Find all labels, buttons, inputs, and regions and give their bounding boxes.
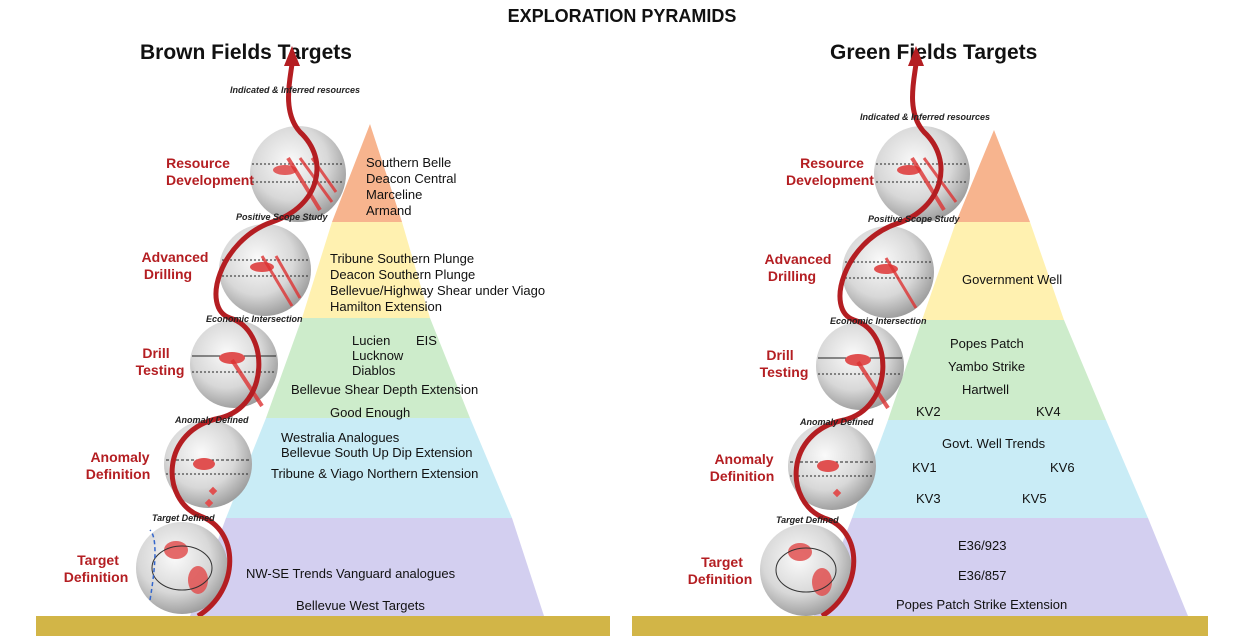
sphere-advanced	[842, 226, 934, 318]
target-item: Tribune Southern Plunge	[330, 251, 474, 266]
tier-drill-testing	[888, 320, 1106, 420]
target-item: Popes Patch	[950, 336, 1024, 351]
sphere-target	[136, 522, 228, 614]
milestone-target: Target Defined	[776, 515, 839, 525]
progression-arrow	[169, 63, 320, 619]
target-item: Hartwell	[962, 382, 1009, 397]
milestone-advanced: Positive Scope Study	[868, 214, 961, 224]
tier-anomaly-definition	[226, 418, 512, 518]
sphere-drill	[190, 320, 278, 408]
target-item: Popes Patch Strike Extension	[896, 597, 1067, 612]
target-item: NW-SE Trends Vanguard analogues	[246, 566, 456, 581]
target-item: E36/857	[958, 568, 1006, 583]
target-item: Deacon Southern Plunge	[330, 267, 475, 282]
brown-advanced-list: Tribune Southern Plunge Deacon Southern …	[330, 251, 545, 314]
progression-arrow	[793, 63, 944, 619]
page-title: EXPLORATION PYRAMIDS	[507, 6, 737, 26]
green-advanced-item: Government Well	[962, 272, 1062, 287]
tier-resource-development	[332, 124, 402, 222]
footer-bar-left	[36, 616, 610, 636]
brown-fields-pyramid: Indicated & Inferred resources Positive …	[64, 46, 545, 619]
target-item: KV5	[1022, 491, 1047, 506]
target-item: Lucien	[352, 333, 390, 348]
sphere-anomaly	[164, 420, 252, 508]
sphere-resource	[874, 126, 970, 222]
target-item: Bellevue South Up Dip Extension	[281, 445, 473, 460]
sphere-target	[760, 524, 852, 616]
target-item: Good Enough	[330, 405, 410, 420]
target-item: Tribune & Viago Northern Extension	[271, 466, 478, 481]
tier-advanced-drilling	[922, 222, 1064, 320]
target-item: Bellevue Shear Depth Extension	[291, 382, 478, 397]
green-drill-list: Popes Patch Yambo Strike Hartwell KV2 KV…	[916, 336, 1061, 419]
target-item: Deacon Central	[366, 171, 456, 186]
brown-fields-heading: Brown Fields Targets	[140, 41, 352, 64]
milestone-advanced: Positive Scope Study	[236, 212, 329, 222]
target-item: KV2	[916, 404, 941, 419]
milestone-anomaly: Anomaly Defined	[799, 417, 874, 427]
tier-resource-development	[956, 130, 1030, 222]
target-item: Bellevue West Targets	[296, 598, 425, 613]
target-item: Marceline	[366, 187, 422, 202]
target-item: Hamilton Extension	[330, 299, 442, 314]
target-item: Southern Belle	[366, 155, 451, 170]
sphere-drill	[816, 322, 904, 410]
sphere-advanced	[219, 224, 311, 316]
tier-target-definition	[814, 518, 1188, 616]
target-item: Bellevue/Highway Shear under Viago	[330, 283, 545, 298]
target-item: EIS	[416, 333, 437, 348]
brown-resource-list: Southern Belle Deacon Central Marceline …	[366, 155, 456, 218]
target-item: Armand	[366, 203, 412, 218]
target-item: Diablos	[352, 363, 396, 378]
tier-advanced-drilling	[302, 222, 430, 318]
tier-drill-testing	[266, 318, 470, 418]
milestone-target: Target Defined	[152, 513, 215, 523]
brown-anomaly-list: Westralia Analogues Bellevue South Up Di…	[271, 430, 478, 481]
target-item: Lucknow	[352, 348, 404, 363]
green-fields-heading: Green Fields Targets	[830, 41, 1038, 64]
milestone-anomaly: Anomaly Defined	[174, 415, 249, 425]
milestone-drill: Economic Intersection	[830, 316, 927, 326]
green-target-list: E36/923 E36/857 Popes Patch Strike Exten…	[896, 538, 1067, 612]
brown-drill-list: Lucien EIS Lucknow Diablos Bellevue Shea…	[291, 333, 478, 420]
target-item: KV4	[1036, 404, 1061, 419]
green-fields-pyramid: Indicated & Inferred resources Positive …	[688, 46, 1188, 619]
green-anomaly-list: Govt. Well Trends KV1 KV6 KV3 KV5	[912, 436, 1075, 506]
milestone-resource: Indicated & Inferred resources	[230, 85, 360, 95]
milestone-drill: Economic Intersection	[206, 314, 303, 324]
target-item: Yambo Strike	[948, 359, 1025, 374]
milestone-resource: Indicated & Inferred resources	[860, 112, 990, 122]
tier-target-definition	[190, 518, 544, 616]
target-item: Westralia Analogues	[281, 430, 400, 445]
target-item: Govt. Well Trends	[942, 436, 1046, 451]
target-item: KV6	[1050, 460, 1075, 475]
tier-anomaly-definition	[852, 420, 1148, 518]
target-item: KV3	[916, 491, 941, 506]
brown-target-list: NW-SE Trends Vanguard analogues Bellevue…	[246, 566, 456, 613]
footer-bar-right	[632, 616, 1208, 636]
sphere-anomaly	[788, 422, 876, 510]
arrow-head	[908, 46, 924, 66]
target-item: E36/923	[958, 538, 1006, 553]
arrow-head	[284, 46, 300, 66]
sphere-resource	[250, 126, 346, 222]
target-item: KV1	[912, 460, 937, 475]
